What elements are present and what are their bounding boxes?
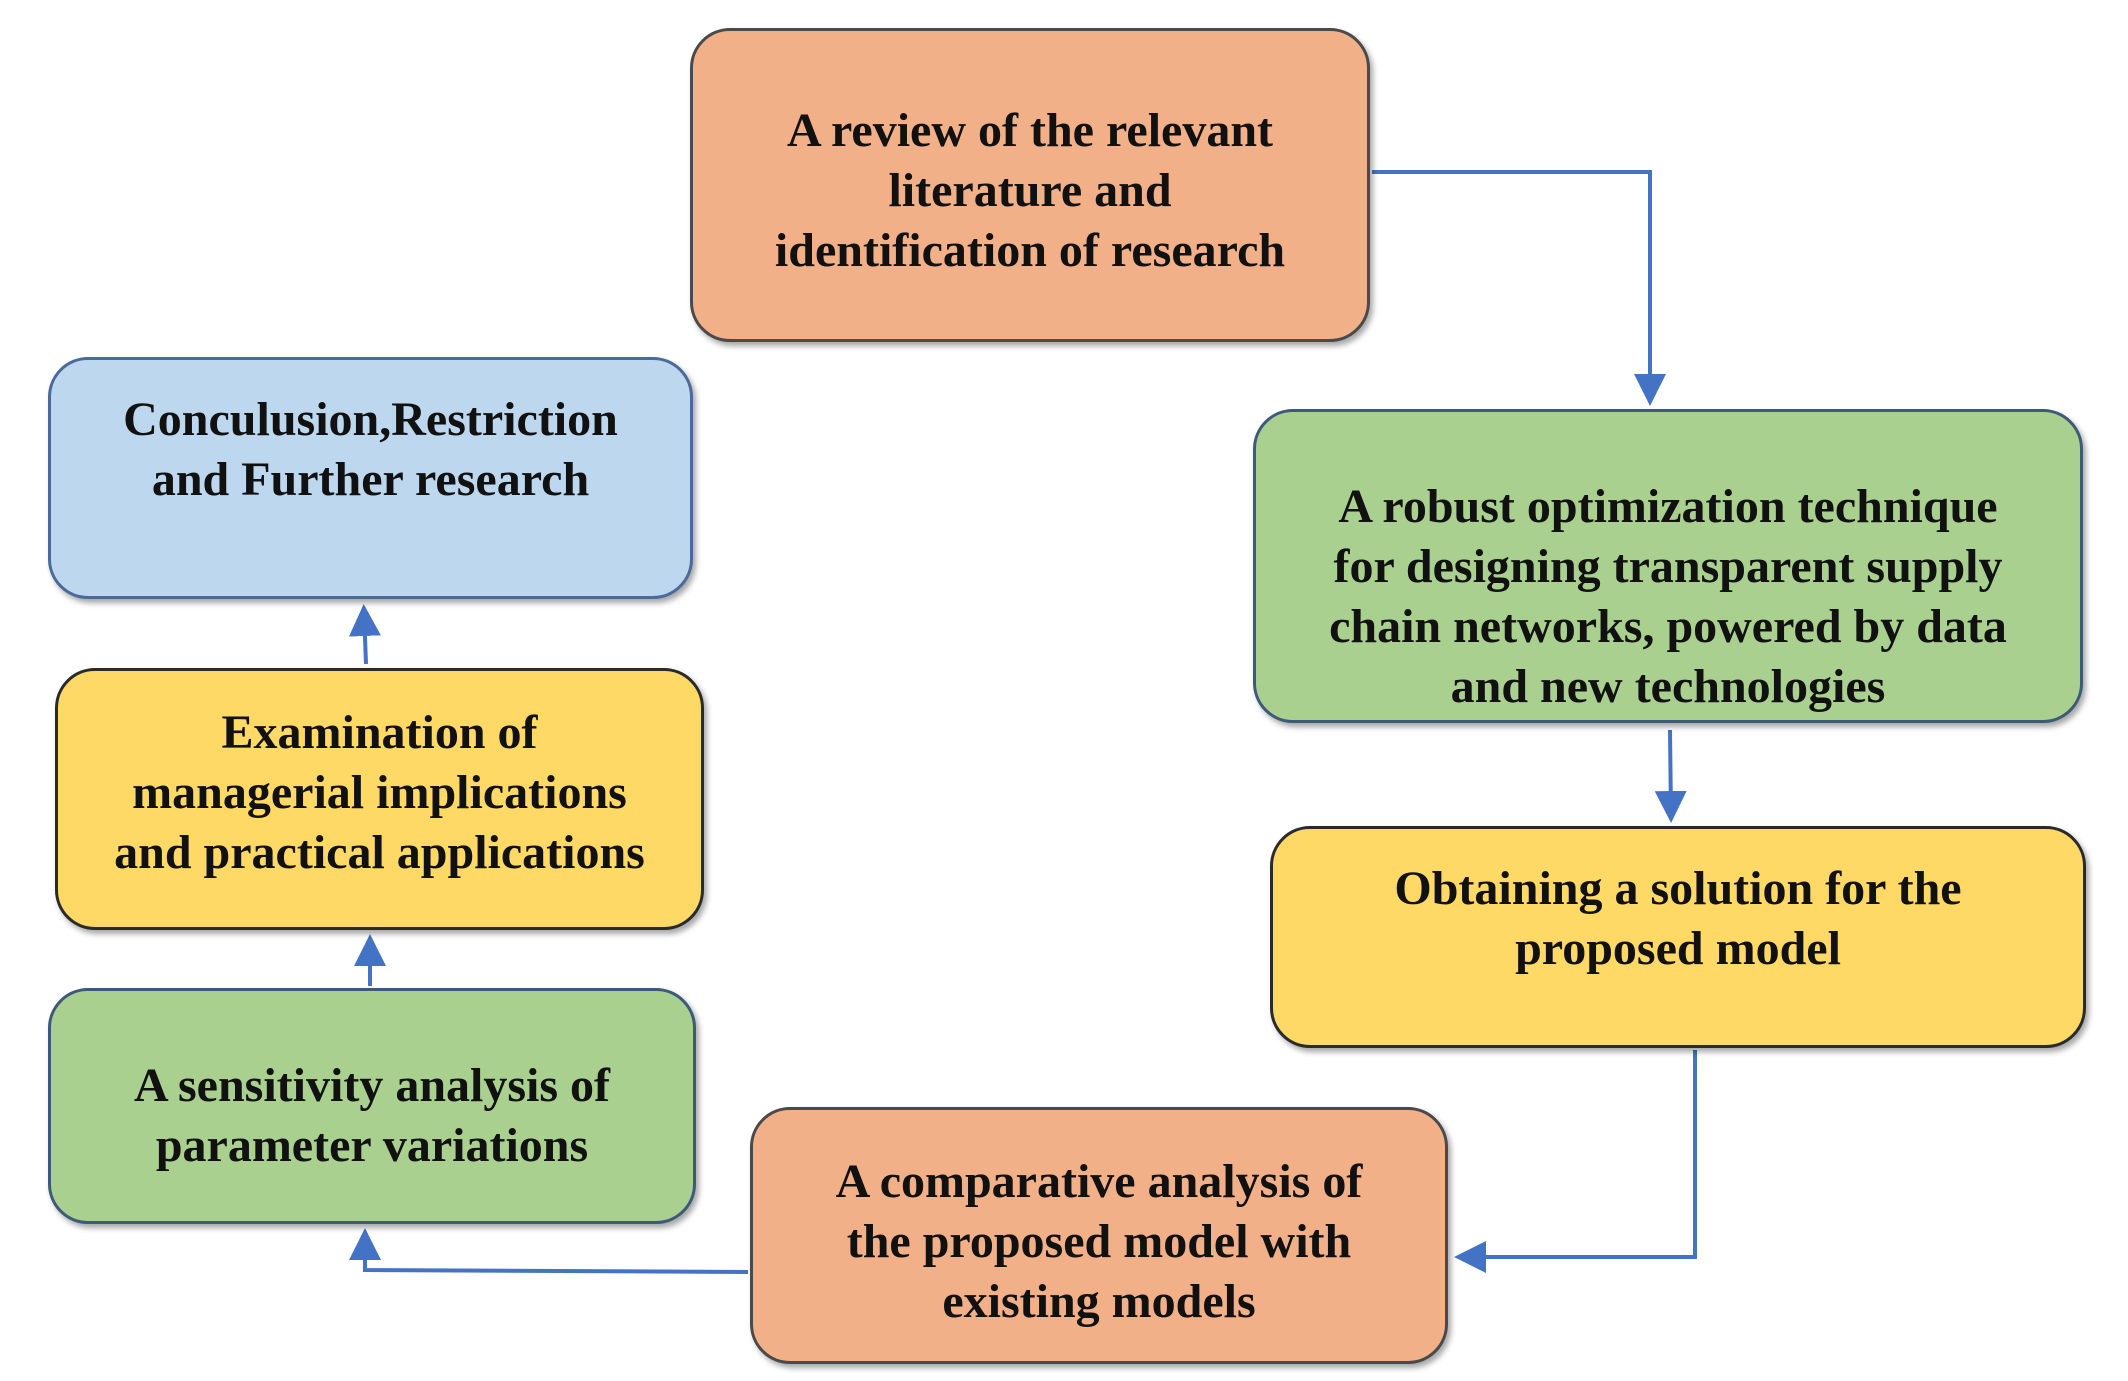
step-obtain-solution: Obtaining a solution for the proposed mo…	[1270, 826, 2086, 1048]
arrow-obtain-to-compare	[1454, 1050, 1697, 1273]
text-line: A review of the relevant	[786, 104, 1274, 157]
step-conclusion: Conculusion,Restriction and Further rese…	[48, 357, 693, 599]
text-line: identification of research	[774, 224, 1286, 277]
text-line: A comparative analysis of	[835, 1155, 1363, 1208]
step-managerial-implications: Examination of managerial implications a…	[55, 668, 704, 930]
text-line: Obtaining a solution for the	[1394, 862, 1962, 915]
text-line: proposed model	[1515, 922, 1841, 975]
text-line: for designing transparent supply	[1333, 540, 2003, 593]
text-line: Conculusion,Restriction	[123, 393, 618, 446]
text-line: parameter variations	[155, 1119, 589, 1172]
step-literature-review: A review of the relevant literature and …	[690, 28, 1370, 342]
step-sensitivity-analysis-text: A sensitivity analysis of parameter vari…	[134, 1056, 610, 1176]
text-line: chain networks, powered by data	[1329, 600, 2007, 653]
arrow-robust-to-obtain	[1654, 729, 1687, 823]
text-line: Examination of	[221, 706, 538, 759]
step-robust-optimization: A robust optimization technique for desi…	[1253, 409, 2083, 723]
text-line: A robust optimization technique	[1338, 480, 1998, 533]
text-line: literature and	[888, 164, 1172, 217]
text-line: and Further research	[151, 453, 590, 506]
step-comparative-analysis-text: A comparative analysis of the proposed m…	[836, 1152, 1363, 1332]
step-robust-optimization-text: A robust optimization technique for desi…	[1329, 477, 2007, 717]
text-line: A sensitivity analysis of	[133, 1059, 611, 1112]
text-line: existing models	[942, 1275, 1256, 1328]
arrow-review-to-robust	[1372, 170, 1666, 406]
text-line: managerial implications	[132, 766, 627, 819]
step-conclusion-text: Conculusion,Restriction and Further rese…	[123, 390, 618, 510]
step-sensitivity-analysis: A sensitivity analysis of parameter vari…	[48, 988, 696, 1224]
arrow-examination-to-conclusion	[348, 604, 381, 665]
text-line: and practical applications	[114, 826, 645, 879]
step-obtain-solution-text: Obtaining a solution for the proposed mo…	[1394, 859, 1961, 979]
text-line: and new technologies	[1450, 660, 1886, 713]
step-managerial-implications-text: Examination of managerial implications a…	[114, 703, 645, 883]
step-literature-review-text: A review of the relevant literature and …	[775, 101, 1285, 281]
step-comparative-analysis: A comparative analysis of the proposed m…	[750, 1107, 1448, 1364]
text-line: the proposed model with	[846, 1215, 1352, 1268]
arrow-compare-to-sensitivity	[349, 1228, 749, 1274]
